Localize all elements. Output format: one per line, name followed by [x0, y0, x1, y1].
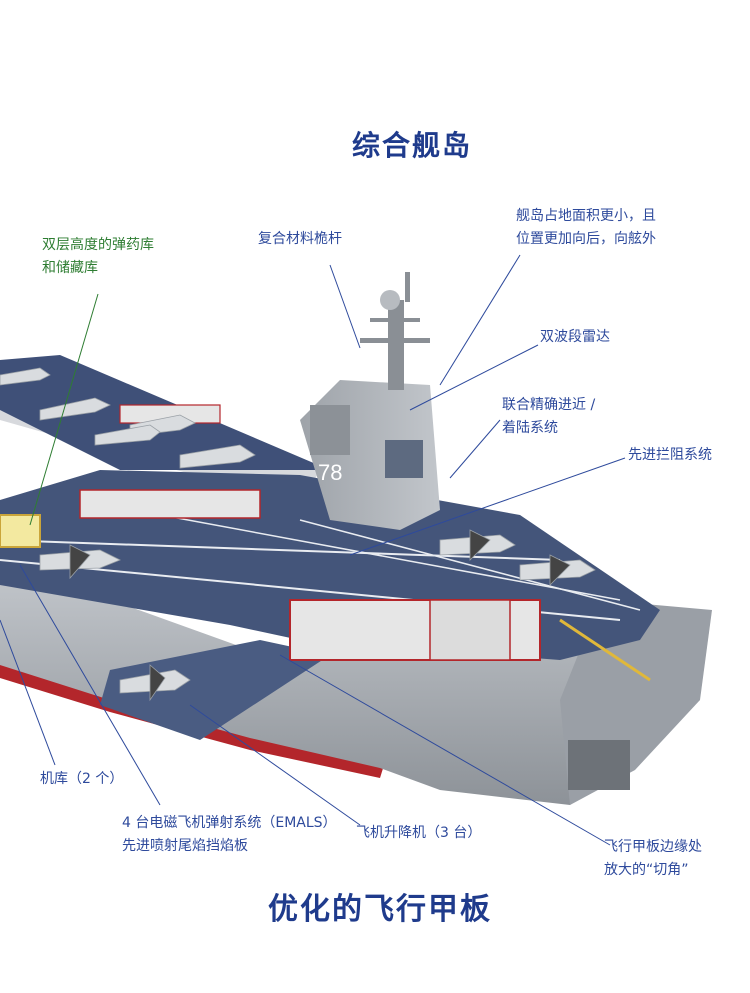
callout-lines	[0, 254, 626, 846]
mast	[388, 300, 404, 390]
label-island-position: 舰岛占地面积更小，且 位置更加向后，向舷外	[516, 205, 656, 251]
label-elevator: 飞机升降机（3 台）	[356, 825, 482, 841]
island-window	[385, 440, 423, 478]
label-hangar: 机库（2 个）	[40, 771, 124, 787]
label-island-position-line1: 舰岛占地面积更小，且	[516, 208, 656, 224]
label-radar: 双波段雷达	[540, 329, 610, 345]
aircraft	[0, 367, 596, 702]
bow-vents	[568, 740, 630, 790]
label-landing-line2: 着陆系统	[502, 420, 558, 436]
hull-side	[0, 560, 700, 805]
deck-line	[0, 539, 561, 561]
label-landing-system: 联合精确进近 / 着陆系统	[502, 394, 595, 440]
title-optimized-flight-deck: 优化的飞行甲板	[268, 892, 492, 927]
yellow-hatch	[0, 514, 41, 548]
label-magazine: 双层高度的弹药库 和储藏库	[42, 234, 154, 280]
mast-top	[405, 272, 410, 302]
label-landing-line1: 联合精确进近 /	[502, 397, 596, 413]
title-integrated-island: 综合舰岛	[352, 129, 473, 162]
cutaway-corridor	[79, 489, 261, 519]
deck-line	[299, 519, 641, 611]
cutaway-compartments	[429, 599, 511, 661]
hull-number: 78	[318, 460, 342, 485]
deck-line-yellow	[559, 618, 651, 682]
label-edge-line2: 放大的“切角”	[604, 862, 689, 878]
label-arresting-system: 先进拦阻系统	[628, 447, 712, 463]
mast-yard	[360, 338, 430, 343]
mast-dome	[380, 290, 400, 310]
label-emals-line2: 先进喷射尾焰挡焰板	[122, 838, 248, 854]
label-emals-line1: 4 台电磁飞机弹射系统（EMALS）	[122, 815, 337, 831]
mast-yard	[370, 318, 420, 322]
label-emals: 4 台电磁飞机弹射系统（EMALS） 先进喷射尾焰挡焰板	[122, 812, 337, 858]
sponson-deck	[100, 640, 330, 740]
label-deck-edge: 飞行甲板边缘处 放大的“切角”	[604, 836, 702, 882]
label-magazine-line2: 和储藏库	[42, 260, 98, 276]
label-mast: 复合材料桅杆	[258, 231, 342, 247]
label-edge-line1: 飞行甲板边缘处	[604, 839, 702, 855]
label-magazine-line1: 双层高度的弹药库	[42, 237, 154, 253]
island-bridge	[310, 405, 350, 455]
label-island-position-line2: 位置更加向后，向舷外	[516, 231, 656, 247]
